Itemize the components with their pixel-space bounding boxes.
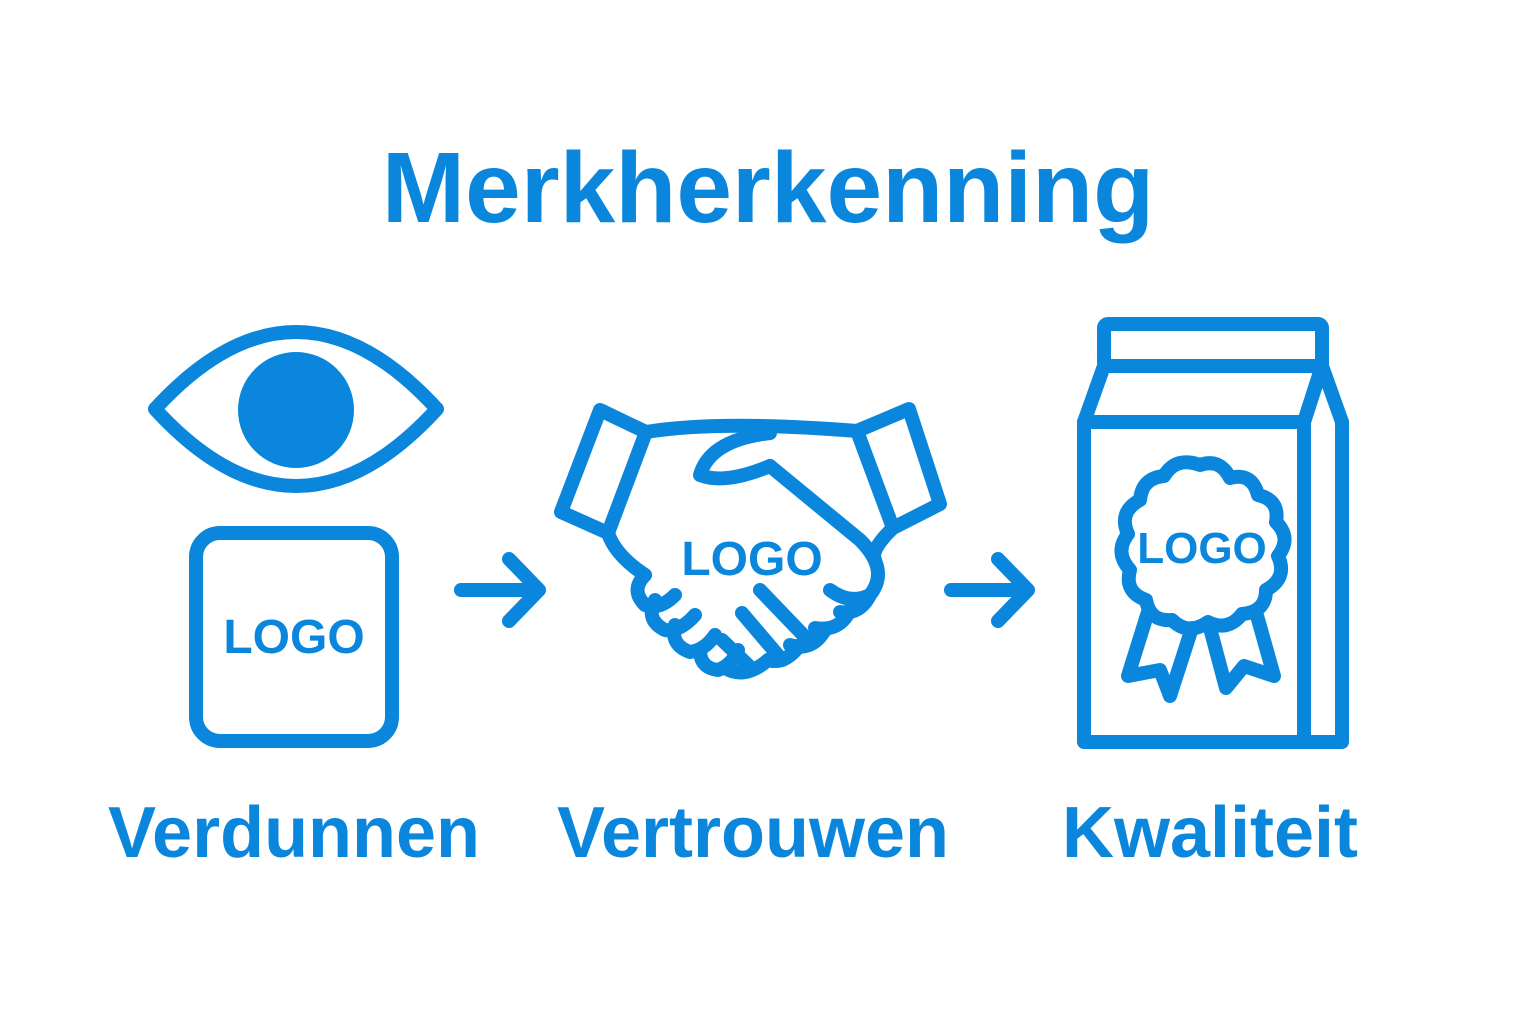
step-label-vertrouwen: Vertrouwen: [556, 793, 950, 873]
logo-badge-text: LOGO: [681, 533, 822, 586]
award-badge-icon: [1114, 455, 1292, 703]
arrow-right-icon: [944, 552, 1035, 628]
logo-square: [189, 526, 399, 748]
arrow-right-icon: [454, 552, 546, 628]
eye-icon: [148, 325, 444, 493]
logo-badge-text: LOGO: [223, 611, 364, 664]
package-icon: LOGO: [1077, 317, 1349, 749]
diagram-title: Merkherkenning: [381, 132, 1155, 244]
handshake-icon: LOGO: [554, 402, 947, 680]
step-label-verdunnen: Verdunnen: [107, 793, 481, 873]
logo-badge-text: LOGO: [1137, 524, 1267, 573]
step-1-icon-group: LOGO: [148, 325, 444, 748]
step-label-kwaliteit: Kwaliteit: [1061, 793, 1359, 873]
